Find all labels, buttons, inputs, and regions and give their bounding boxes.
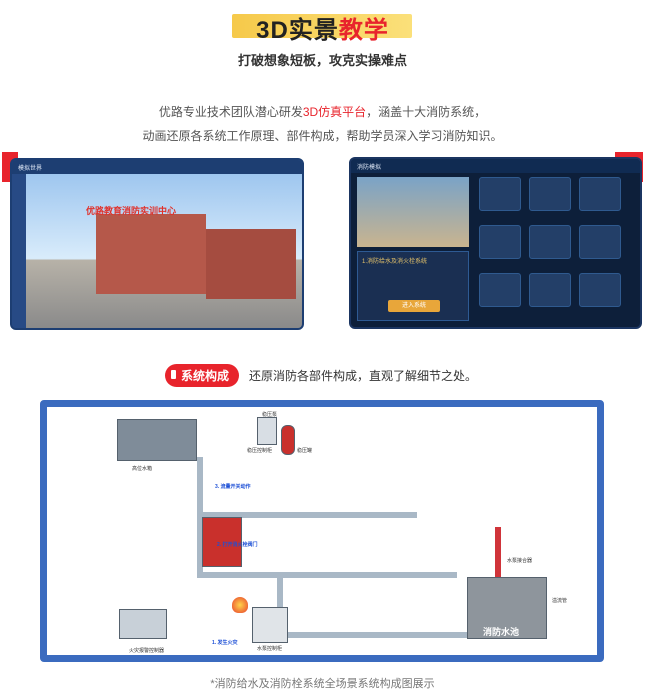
pipe bbox=[197, 512, 417, 518]
fire-alarm-panel bbox=[119, 609, 167, 639]
screenshot-3d-campus: 模拟世界 优路教育消防实训中心 bbox=[10, 158, 304, 330]
system-card[interactable] bbox=[529, 225, 571, 259]
header: 3D实景教学 bbox=[0, 10, 645, 45]
step1-label: 1. 发生火灾 bbox=[212, 640, 238, 646]
control-cabinet-label: 稳压控制柜 bbox=[247, 448, 273, 454]
screenshot-system-menu: 消防模拟 1.消防给水及消火栓系统 进入系统 bbox=[349, 157, 642, 329]
step3-label: 3. 流量开关动作 bbox=[215, 484, 251, 490]
outlet-label: 溢流管 bbox=[552, 598, 568, 604]
fire-icon bbox=[232, 597, 248, 613]
intro-text: 优路专业技术团队潜心研发3D仿真平台，涵盖十大消防系统， 动画还原各系统工作原理… bbox=[142, 105, 503, 143]
system-card[interactable] bbox=[579, 273, 621, 307]
pressure-tank-label: 稳压罐 bbox=[297, 448, 313, 454]
page-subtitle: 打破想象短板，攻克实操难点 bbox=[237, 53, 407, 68]
system-card[interactable] bbox=[529, 273, 571, 307]
high-water-tank bbox=[117, 419, 197, 461]
page-title: 3D实景教学 bbox=[256, 17, 389, 44]
enter-system-button[interactable]: 进入系统 bbox=[388, 300, 440, 312]
section-header: 系统构成 还原消防各部件构成，直观了解细节之处。 bbox=[165, 364, 477, 387]
building-wing bbox=[206, 229, 296, 299]
system-panel: 1.消防给水及消火栓系统 进入系统 bbox=[357, 251, 469, 321]
scene-thumbnail bbox=[357, 177, 469, 247]
step2-label: 2. 打开消火栓阀门 bbox=[217, 542, 258, 548]
pump-adapter-pipe bbox=[495, 527, 501, 577]
fire-alarm-label: 火灾报警控制器 bbox=[129, 648, 165, 654]
window-titlebar: 消防模拟 bbox=[351, 159, 640, 173]
system-card[interactable] bbox=[479, 273, 521, 307]
pipe bbox=[277, 632, 467, 638]
side-panel bbox=[12, 174, 26, 328]
system-diagram: 高位水箱 稳压控制柜 稳压罐 稳压泵 3. 流量开关动作 2. 打开消火栓阀门 … bbox=[40, 400, 604, 662]
section-badge: 系统构成 bbox=[165, 364, 240, 387]
section-text: 还原消防各部件构成，直观了解细节之处。 bbox=[249, 369, 478, 383]
scene-view: 优路教育消防实训中心 bbox=[26, 174, 302, 328]
pressure-pump-label: 稳压泵 bbox=[262, 412, 278, 418]
pump-adapter-label: 水泵接合器 bbox=[507, 558, 533, 564]
pool-label: 消防水池 bbox=[483, 627, 520, 637]
pump-control-cabinet bbox=[252, 607, 288, 643]
building bbox=[96, 214, 206, 294]
campus-banner: 优路教育消防实训中心 bbox=[86, 206, 177, 216]
panel-title: 1.消防给水及消火栓系统 bbox=[362, 259, 428, 265]
system-card[interactable] bbox=[479, 177, 521, 211]
pipe bbox=[197, 572, 457, 578]
system-card[interactable] bbox=[579, 225, 621, 259]
title-highlight-bar bbox=[232, 14, 412, 38]
system-cards bbox=[471, 177, 631, 317]
window-titlebar: 模拟世界 bbox=[12, 160, 302, 174]
fire-water-pool bbox=[467, 577, 547, 639]
system-card[interactable] bbox=[479, 225, 521, 259]
pump-control-label: 水泵控制柜 bbox=[257, 646, 283, 652]
caption: *消防给水及消防栓系统全场景系统构成图展示 bbox=[210, 678, 435, 690]
control-box bbox=[257, 417, 277, 445]
system-card[interactable] bbox=[579, 177, 621, 211]
top-tank-label: 高位水箱 bbox=[132, 466, 153, 472]
system-card[interactable] bbox=[529, 177, 571, 211]
hydrant-cabinet bbox=[202, 517, 242, 567]
pressure-tank bbox=[281, 425, 295, 455]
